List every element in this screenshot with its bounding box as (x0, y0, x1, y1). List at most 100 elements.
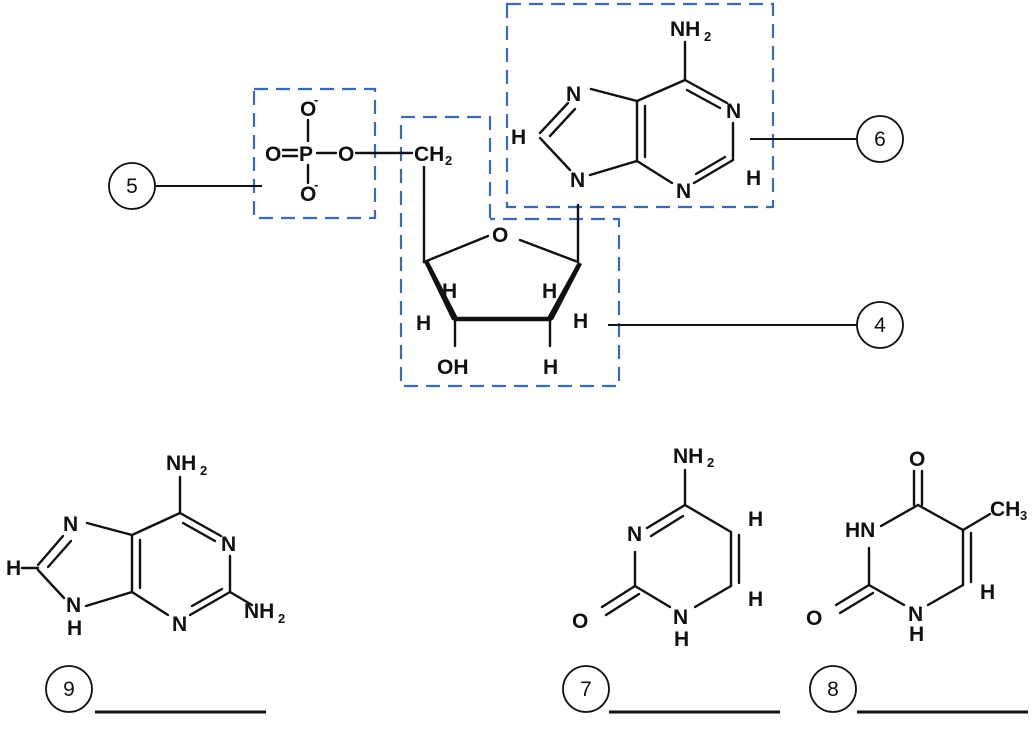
m7-oxygen: O (572, 610, 588, 633)
phosphate-group: O - O P O O - (265, 92, 414, 206)
m9-amino-right-label: NH (244, 600, 274, 623)
m7-bond-n1-c2 (633, 584, 672, 609)
m9-bond-n7-c8-double (46, 539, 73, 569)
m8-bond-c2-o (834, 583, 871, 607)
m7-h-n1: H (674, 628, 689, 651)
m9-bond-n3-c4 (130, 590, 170, 617)
bond-c2-n3 (692, 158, 735, 185)
m8-n3-label: HN (845, 519, 875, 542)
callout-5-number: 5 (126, 175, 138, 198)
charge-bottom: - (314, 177, 318, 192)
m7-bond-c2-o-double (604, 592, 641, 617)
molecule-9: NH 2 N NH 2 N N H N H (6, 452, 285, 640)
wedge-c4-c3 (424, 260, 458, 320)
amino-subscript: 2 (704, 29, 711, 44)
m9-n1-label: N (221, 533, 236, 556)
wedge-c1-c2 (547, 262, 582, 320)
n3-label: N (676, 180, 691, 203)
m8-h-c6: H (980, 581, 995, 604)
m9-n3-label: N (172, 613, 187, 636)
m7-n3-label: N (627, 523, 642, 546)
h-c2: H (746, 167, 761, 190)
m7-amino-sub: 2 (707, 455, 714, 470)
m9-h-c8: H (6, 557, 21, 580)
callout-7-number: 7 (580, 678, 592, 701)
m9-amino-top-sub: 2 (200, 463, 207, 478)
m8-bond-c4-c5 (916, 503, 965, 532)
m8-oxygen-bottom: O (806, 607, 822, 630)
h-c3-up: H (442, 280, 457, 303)
h-c8: H (511, 126, 526, 149)
bond-n9-c4 (588, 159, 639, 177)
bond-c8-n9 (538, 136, 572, 172)
ch2-subscript: 2 (445, 153, 452, 168)
m8-n1-label: N (908, 603, 923, 626)
bond-c6-n1-double (685, 88, 722, 110)
m8-bond-c5-ch3 (961, 512, 992, 532)
m8-methyl-label: CH (990, 498, 1020, 521)
m9-bond-n9-c4 (84, 590, 134, 608)
h-c2-down: H (543, 356, 558, 379)
bond-c6-n1 (683, 78, 729, 105)
m9-bond-n7-c8 (36, 534, 65, 567)
m9-h-n9: H (67, 617, 82, 640)
n1-label: N (726, 100, 741, 123)
sugar-box (399, 115, 621, 388)
m7-bond-n3-c4 (645, 503, 687, 530)
callout-4-number: 4 (874, 314, 886, 337)
m9-n7-label: N (63, 513, 78, 536)
m7-bond-c4-c5 (683, 503, 733, 534)
callout-7-circle (562, 665, 610, 713)
n9-label: N (570, 169, 585, 192)
ring-oxygen: O (492, 224, 508, 247)
callout-8-circle (809, 665, 857, 713)
m7-bond-c2-o (600, 584, 637, 609)
m9-bond-c2-nh2 (228, 590, 254, 607)
m8-bond-n3-c4 (879, 503, 920, 528)
bond-c2-n3-double (694, 155, 727, 176)
m7-h-c5: H (748, 508, 763, 531)
h-c1: H (573, 310, 588, 333)
bond-n7-c8 (538, 101, 570, 135)
m9-bond-c2-n3-double (190, 587, 224, 608)
m7-amino-label: NH (673, 445, 703, 468)
charge-top: - (314, 92, 318, 107)
hydroxyl-label: OH (437, 356, 469, 379)
m8-methyl-sub: 3 (1020, 508, 1027, 523)
molecule-8: O CH 3 H N H O HN (806, 448, 1027, 646)
base-box (505, 2, 775, 209)
m7-bond-n3-c4-double (649, 514, 685, 538)
m7-n1-label: N (673, 606, 688, 629)
callout-9-number: 9 (63, 678, 75, 701)
m9-amino-top-label: NH (166, 452, 196, 475)
n7-label: N (566, 83, 581, 106)
m9-bond-c6-n1-double (181, 521, 217, 543)
m9-n9-label: N (66, 594, 81, 617)
m7-h-c6: H (748, 588, 763, 611)
phosphate-oxygen-top: O (300, 98, 316, 121)
m9-bond-c6-n1 (178, 511, 223, 538)
callout-6-circle (856, 115, 904, 163)
m8-bond-n1-c2 (867, 583, 906, 607)
h-c4: H (416, 312, 431, 335)
callout-9-circle (45, 665, 93, 713)
ch2-label: CH (414, 143, 444, 166)
m9-amino-right-sub: 2 (278, 611, 285, 626)
m8-h-n1: H (909, 623, 924, 646)
callout-4-circle (856, 301, 904, 349)
m9-bond-c8-n9 (36, 568, 66, 600)
molecule-7: NH 2 H H N H O N (572, 445, 763, 651)
m8-bond-c2-o-double (838, 591, 875, 615)
m8-oxygen-top: O (909, 448, 925, 471)
sugar-group: CH 2 O H H OH H H H (414, 143, 588, 379)
callout-6-number: 6 (874, 128, 886, 151)
bond-n7-c8-double (548, 107, 577, 138)
h-c2-up: H (542, 280, 557, 303)
m8-bond-c6-n1 (926, 583, 965, 607)
m7-bond-c6-n1 (693, 584, 733, 609)
base-top: NH 2 N H N N H N (511, 18, 761, 203)
bond-c4-o (422, 234, 490, 264)
bond-o-c1 (518, 238, 580, 264)
